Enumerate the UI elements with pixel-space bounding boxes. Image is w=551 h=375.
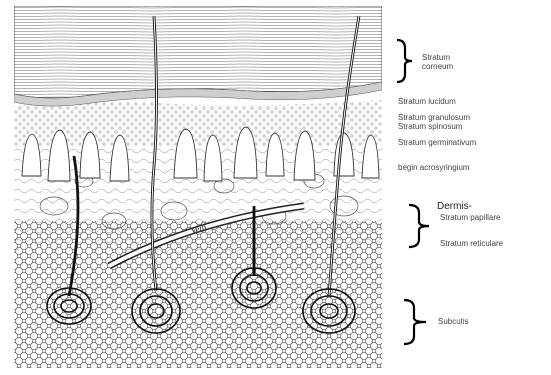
stratum-corneum-layer	[14, 6, 382, 98]
label-stratum-corneum-line1: Stratum	[422, 53, 450, 62]
label-dermis: Dermis-	[437, 201, 472, 212]
stratum-spinosum-layer	[14, 100, 382, 146]
skin-layer-illustration: Vein	[14, 6, 382, 368]
label-subcutis: Subcutis	[438, 317, 469, 326]
label-stratum-papillare: Stratum papillare	[440, 213, 500, 222]
label-stratum-spinosum: Stratum spinosum	[398, 122, 462, 131]
label-stratum-granulosum: Stratum granulosum	[398, 113, 470, 122]
corneum-brace	[393, 38, 415, 84]
dermis-brace	[405, 203, 435, 249]
label-stratum-lucidum: Stratum lucidum	[398, 97, 456, 106]
label-stratum-germinativum: Stratum germinativum	[398, 138, 476, 147]
label-stratum-corneum-line2: corneum	[422, 62, 453, 71]
subcutis-brace	[400, 298, 432, 346]
label-stratum-reticulare: Stratum reticulare	[440, 239, 503, 248]
label-begin-acrosyringium: begin acrosyringium	[398, 163, 470, 172]
